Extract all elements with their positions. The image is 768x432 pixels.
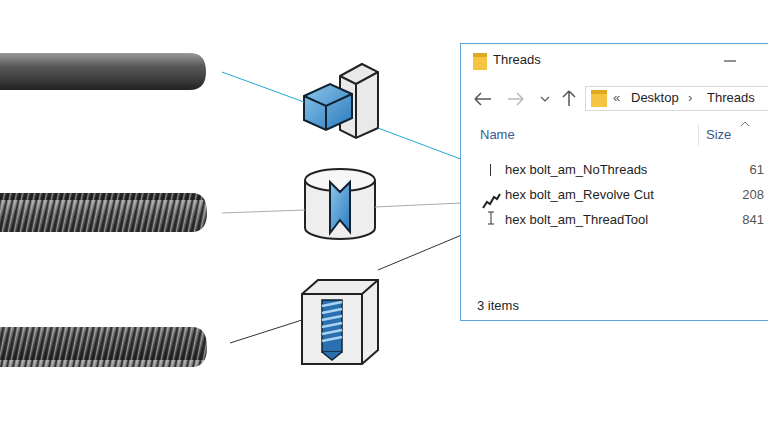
- breadcrumb-sep: «: [613, 90, 620, 106]
- breadcrumb: Threads: [707, 90, 755, 106]
- file-size: 61: [750, 162, 764, 178]
- file-name: hex bolt_am_Revolve Cut: [505, 187, 654, 203]
- status-text: 3 items: [477, 298, 519, 314]
- explorer-window: Threads « Desktop › ThreadsName Size 3 items he…: [460, 43, 768, 320]
- breadcrumb-sep: ›: [688, 90, 692, 106]
- file-row: hex bolt_am_Revolve Cut 208: [472, 186, 764, 204]
- file-name: hex bolt_am_ThreadTool: [505, 212, 648, 228]
- file-size: 841: [742, 212, 764, 228]
- file-row: hex bolt_am_NoThreads 61: [472, 161, 764, 179]
- file-name: hex bolt_am_NoThreads: [505, 162, 647, 178]
- breadcrumb: Desktop: [631, 90, 679, 106]
- window-title: Threads: [493, 52, 541, 68]
- file-size: 208: [742, 187, 764, 203]
- column-header: Size: [706, 127, 731, 143]
- column-header: Name: [480, 127, 515, 143]
- file-row: hex bolt_am_ThreadTool 841: [472, 211, 764, 229]
